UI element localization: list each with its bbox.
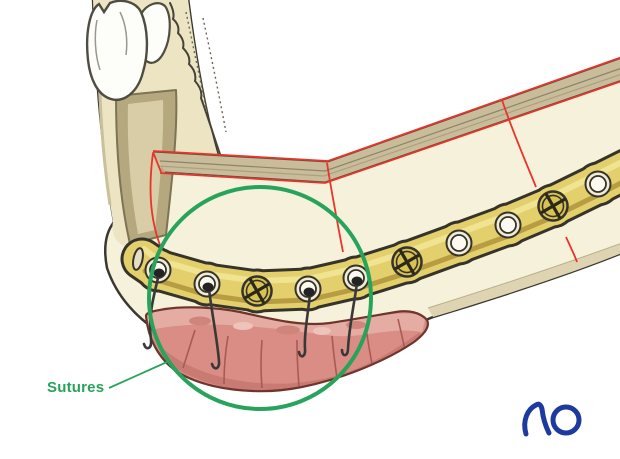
ao-logo-letter-a	[522, 401, 552, 437]
suture-threads	[142, 268, 363, 370]
osteotomy-lines	[149, 56, 620, 263]
reconstruction-plate	[120, 148, 620, 314]
muscle-striations	[182, 318, 406, 389]
sutures-label: Sutures	[47, 379, 105, 396]
suture-knots	[153, 268, 363, 297]
plate-screws	[241, 190, 569, 307]
soft-tissue-flap	[144, 306, 430, 393]
lower-border-shadow	[428, 243, 620, 317]
ao-logo-letter-o	[550, 404, 582, 436]
plate-end-hole	[132, 247, 144, 271]
graft-top-ridge	[152, 58, 620, 183]
tooth	[85, 0, 171, 102]
annotation-leader-line	[108, 361, 168, 389]
annotation-circle	[147, 185, 373, 411]
ao-logo	[522, 401, 582, 437]
